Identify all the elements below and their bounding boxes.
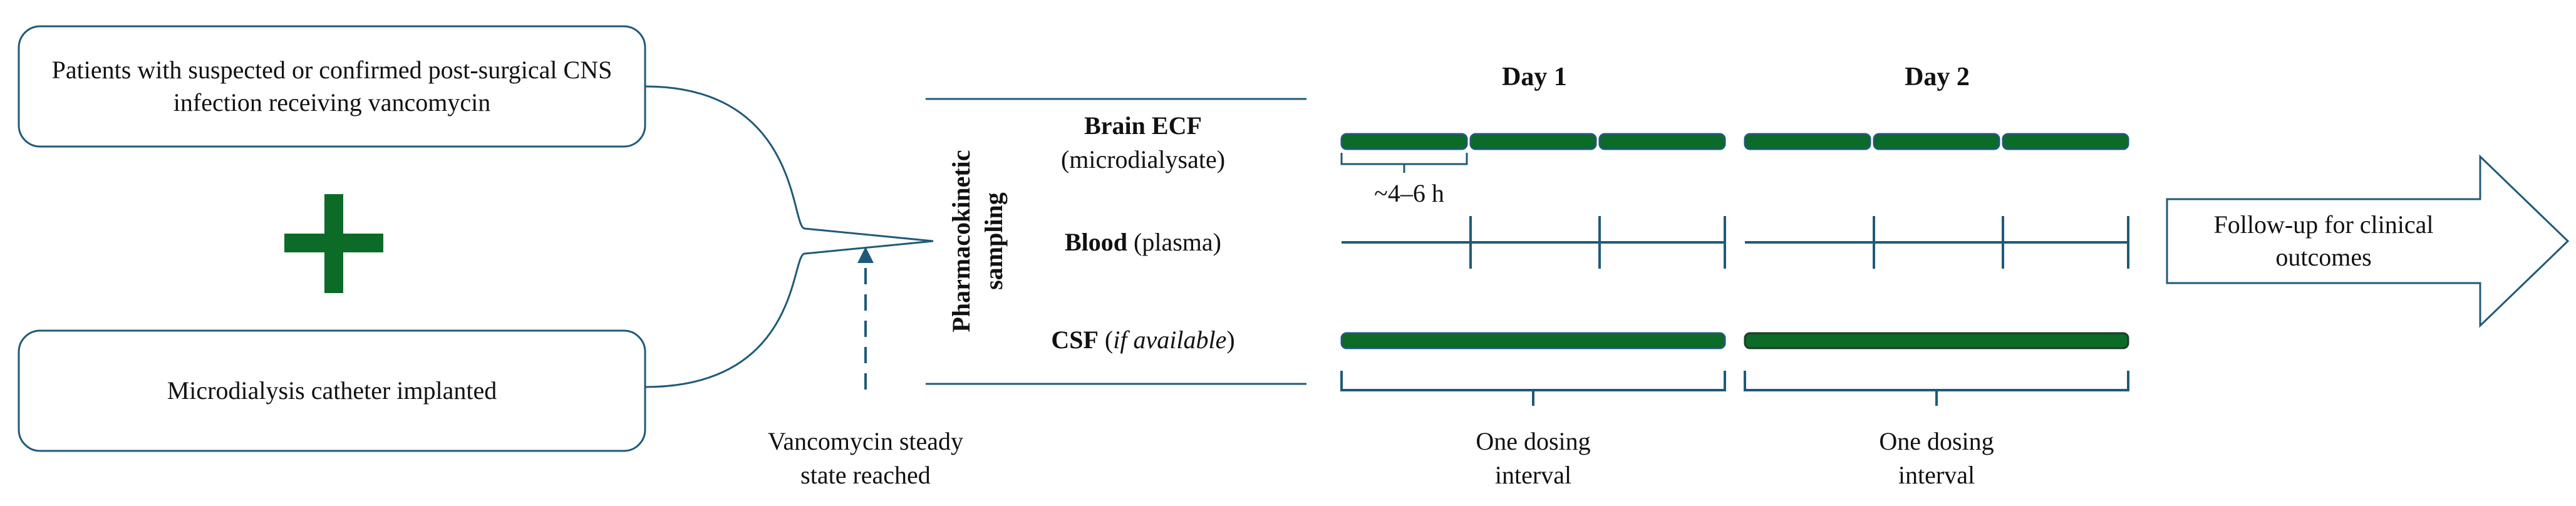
brain-ecf-sample-bar	[1340, 133, 1468, 150]
plus-icon	[284, 194, 383, 293]
interval-note: ~4–6 h	[1374, 179, 1444, 207]
brain-ecf-sample-bar	[1469, 133, 1597, 150]
csf-sample-bar-day-2	[1744, 332, 2129, 349]
followup-text: Follow-up for clinical outcomes	[2213, 210, 2434, 271]
csf-label: CSF (if available)	[1051, 326, 1234, 354]
day-2-heading: Day 2	[1905, 63, 1970, 91]
dosing-interval-brace-day-2	[1744, 371, 2129, 406]
dosing-label-day-2-line2: interval	[1898, 461, 1975, 489]
dosing-label-day-1-line1: One dosing	[1476, 427, 1590, 455]
dosing-interval-brace-day-1	[1340, 371, 1726, 406]
csf-sample-bar-day-1	[1340, 332, 1726, 349]
brain-ecf-sample-bar	[1873, 133, 2000, 150]
microdialysate-label: (microdialysate)	[1061, 145, 1225, 173]
blood-label: Blood (plasma)	[1065, 228, 1221, 256]
brain-ecf-sample-bar	[1598, 133, 1726, 150]
merge-bracket	[644, 85, 934, 388]
sampling-label-line1: Pharmacokinetic	[947, 150, 975, 332]
blood-timeline-day-2	[1745, 216, 2129, 269]
brain-ecf-sample-bar	[2002, 133, 2129, 150]
day-1-heading: Day 1	[1502, 63, 1567, 91]
sampling-label-line2: sampling	[980, 192, 1008, 290]
steady-state-label-line2: state reached	[800, 461, 931, 489]
blood-timeline-day-1	[1342, 216, 1726, 269]
brain-ecf-sample-bar	[1744, 133, 1871, 150]
catheter-box-text: Microdialysis catheter implanted	[44, 331, 620, 451]
catheter-box	[18, 329, 646, 452]
brain-ecf-label: Brain ECF	[1084, 111, 1202, 140]
steady-state-arrowhead	[857, 247, 874, 263]
steady-state-label-line1: Vancomycin steady	[768, 427, 963, 455]
interval-bracket	[1340, 153, 1468, 173]
dosing-label-day-2-line1: One dosing	[1879, 427, 1994, 455]
followup-arrow	[2166, 154, 2570, 328]
followup-text-box: Follow-up for clinical outcomes	[2173, 199, 2474, 283]
patients-box-text: Patients with suspected or confirmed pos…	[44, 26, 620, 147]
dosing-label-day-1-line2: interval	[1495, 461, 1571, 489]
catheter-text: Microdialysis catheter implanted	[167, 376, 497, 405]
patients-text: Patients with suspected or confirmed pos…	[51, 56, 613, 116]
